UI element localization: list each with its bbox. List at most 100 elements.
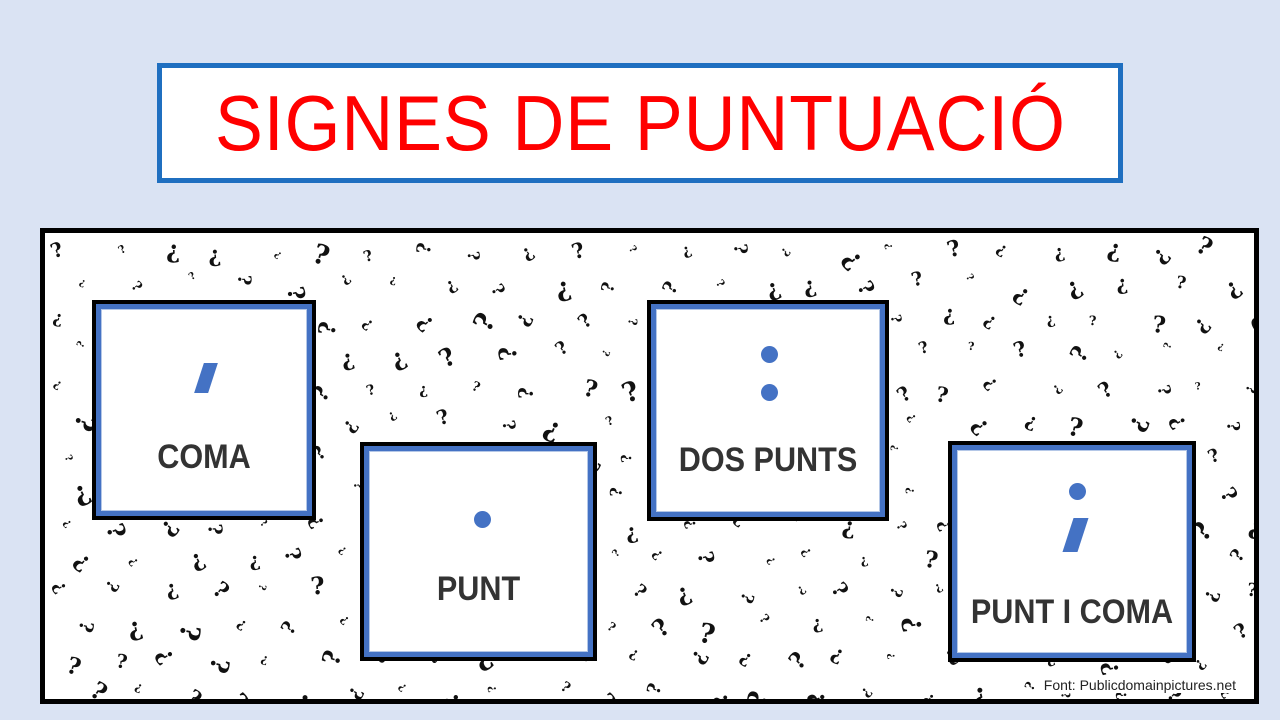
question-mark-glyph: ? — [590, 687, 622, 704]
question-mark-glyph: ¿ — [1197, 586, 1223, 605]
question-mark-glyph: ? — [469, 379, 482, 397]
question-mark-glyph: ¿ — [810, 611, 825, 635]
question-mark-glyph: ¿ — [61, 452, 75, 464]
question-mark-glyph: ? — [163, 578, 183, 606]
question-mark-glyph: ¿ — [727, 243, 750, 256]
question-mark-glyph: ? — [132, 679, 145, 696]
card-label: DOS PUNTS — [678, 441, 858, 479]
question-mark-glyph: ¿ — [127, 279, 145, 296]
question-mark-glyph: ¿ — [434, 406, 454, 433]
question-mark-glyph: ? — [763, 553, 778, 567]
question-mark-glyph: ? — [279, 544, 308, 565]
question-mark-glyph: ¿ — [337, 414, 362, 437]
question-mark-glyph: ? — [642, 680, 666, 697]
question-mark-glyph: ¿ — [649, 545, 668, 562]
question-mark-glyph: ? — [150, 643, 181, 670]
question-mark-glyph: ? — [890, 444, 902, 451]
question-mark-glyph: ? — [172, 622, 206, 644]
question-mark-glyph: ? — [892, 519, 909, 534]
question-mark-glyph: ? — [51, 307, 66, 330]
question-mark-glyph: ¿ — [800, 272, 819, 301]
question-mark-glyph: ? — [467, 307, 503, 338]
question-mark-glyph: ¿ — [885, 652, 898, 661]
question-mark-glyph: ? — [1064, 412, 1086, 444]
question-mark-glyph: ? — [125, 614, 147, 647]
question-mark-glyph: ¿ — [599, 347, 612, 358]
question-mark-glyph: ¿ — [1216, 340, 1227, 353]
question-mark-glyph: ? — [628, 580, 651, 603]
question-mark-glyph: ? — [915, 337, 931, 359]
question-mark-glyph: ? — [1229, 618, 1253, 645]
card-dos-punts: DOS PUNTS — [647, 300, 889, 521]
question-mark-glyph: ? — [979, 310, 1001, 334]
question-mark-glyph: ¿ — [1022, 408, 1042, 434]
question-mark-glyph: ? — [114, 650, 130, 674]
question-mark-glyph: ¿ — [385, 341, 411, 375]
question-mark-glyph: ¿ — [1194, 380, 1202, 393]
question-mark-glyph: ¿ — [922, 548, 940, 578]
question-mark-glyph: ? — [67, 547, 96, 577]
question-mark-glyph: ¿ — [201, 522, 225, 536]
comma-icon — [194, 363, 218, 393]
question-mark-glyph: ¿ — [823, 579, 851, 604]
question-mark-glyph: ¿ — [82, 678, 111, 704]
question-mark-glyph: ? — [552, 273, 574, 306]
question-mark-glyph: ? — [187, 270, 199, 283]
question-mark-glyph: ? — [604, 619, 619, 635]
question-mark-glyph: ? — [60, 517, 75, 531]
question-mark-glyph: ? — [388, 273, 398, 288]
question-mark-glyph: ¿ — [1114, 270, 1129, 296]
question-mark-glyph: ? — [511, 309, 539, 331]
question-mark-glyph: ? — [77, 276, 88, 289]
question-mark-glyph: ¿ — [904, 409, 920, 424]
card-coma: COMA — [92, 300, 316, 520]
question-mark-glyph: ¿ — [96, 520, 129, 544]
question-mark-glyph: ¿ — [968, 677, 992, 704]
question-mark-glyph: ? — [602, 412, 616, 429]
question-mark-glyph: ? — [964, 412, 995, 441]
question-mark-glyph: ¿ — [48, 576, 73, 597]
question-mark-glyph: ¿ — [384, 407, 399, 423]
question-mark-glyph: ? — [233, 274, 255, 286]
question-mark-glyph: ? — [185, 546, 210, 577]
question-mark-glyph: ? — [883, 242, 896, 251]
period-icon — [474, 511, 491, 528]
question-mark-glyph: ? — [713, 276, 728, 290]
question-mark-glyph: ¿ — [1247, 306, 1259, 334]
question-mark-glyph: ¿ — [1094, 378, 1119, 407]
question-mark-frame: ??¿¿???¿¿¿??¿¿?¿?¿?¿??¿??¿????????¿¿?¿¿¿… — [40, 228, 1259, 704]
question-mark-glyph: ? — [247, 550, 262, 574]
question-mark-glyph: ¿ — [968, 340, 975, 354]
question-mark-glyph: ¿ — [793, 581, 808, 597]
question-mark-glyph: ? — [1220, 274, 1248, 305]
question-mark-glyph: ¿ — [849, 278, 878, 302]
question-mark-glyph: ¿ — [670, 576, 695, 609]
question-mark-glyph: ? — [626, 645, 642, 664]
page-title: SIGNES DE PUNTUACIÓ — [214, 79, 1066, 167]
question-mark-glyph: ¿ — [207, 241, 223, 269]
question-mark-glyph: ¿ — [1052, 241, 1067, 264]
question-mark-glyph: ¿ — [72, 618, 97, 634]
question-mark-glyph: ¿ — [396, 679, 410, 694]
question-mark-glyph: ¿ — [516, 241, 538, 265]
question-mark-glyph: ? — [798, 544, 816, 560]
question-mark-glyph: ? — [1110, 346, 1126, 362]
question-mark-glyph: ? — [610, 548, 623, 560]
question-mark-glyph: ? — [1147, 242, 1176, 270]
question-mark-glyph: ? — [962, 272, 976, 284]
question-mark-glyph: ? — [361, 245, 376, 266]
card-punt: PUNT — [360, 442, 597, 661]
card-label: COMA — [157, 438, 251, 476]
question-mark-glyph: ? — [1022, 679, 1039, 693]
question-mark-glyph: ? — [1222, 420, 1244, 433]
card-punt-i-coma: PUNT I COMA — [948, 441, 1196, 662]
question-mark-glyph: ? — [100, 576, 123, 596]
question-mark-glyph: ? — [903, 486, 918, 494]
question-mark-glyph: ? — [1162, 341, 1175, 351]
question-mark-glyph: ? — [411, 309, 439, 337]
question-mark-glyph: ¿ — [233, 615, 250, 634]
question-mark-glyph: ? — [1048, 380, 1065, 396]
question-mark-glyph: ? — [755, 611, 772, 628]
question-mark-glyph: ¿ — [598, 280, 621, 296]
question-mark-glyph: ? — [1152, 382, 1175, 398]
